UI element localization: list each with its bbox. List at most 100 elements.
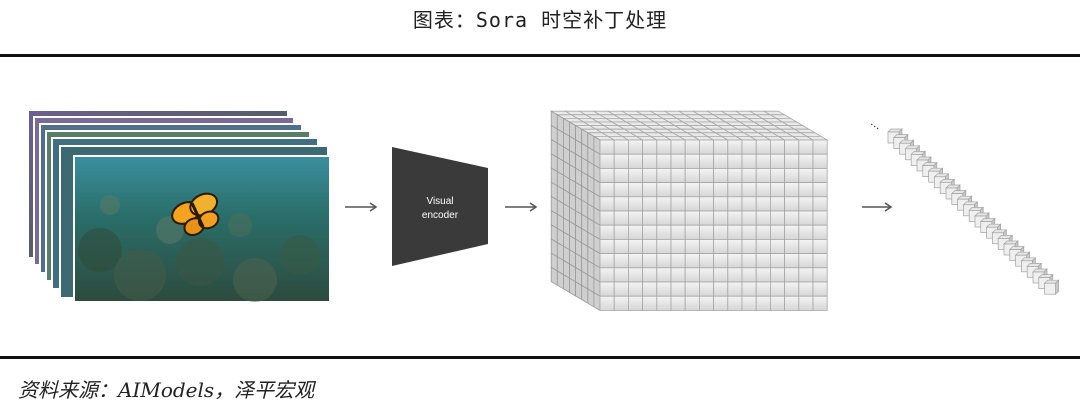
arrow-cube-to-sequence (862, 202, 893, 212)
cube-front-patch (755, 224, 771, 240)
cube-front-patch (613, 238, 629, 254)
sequence-patch-side (1055, 279, 1059, 296)
cube-front-patch (741, 210, 757, 226)
cube-front-patch (699, 267, 715, 283)
cube-front-patch (798, 295, 814, 311)
cube-side-patch (587, 288, 595, 308)
cube-front-patch (770, 167, 786, 183)
cube-front-patch (684, 196, 700, 212)
cube-front-patch (755, 281, 771, 297)
cube-front-patch (699, 281, 715, 297)
cube-front-patch (812, 182, 828, 198)
cube-front-patch (599, 182, 615, 198)
cube-front-patch (599, 295, 615, 311)
cube-front-patch (741, 196, 757, 212)
cube-front-patch (798, 267, 814, 283)
cube-front-patch (727, 210, 743, 226)
sequence-ellipsis: ... (868, 116, 884, 133)
cube-front-patch (613, 281, 629, 297)
cube-front-patch (713, 196, 729, 212)
cube-front-patch (670, 253, 686, 269)
cube-front-patch (628, 224, 644, 240)
cube-front-patch (613, 153, 629, 169)
cube-front-patch (713, 295, 729, 311)
cube-front-patch (628, 139, 644, 155)
cube-front-patch (812, 267, 828, 283)
cube-front-patch (798, 281, 814, 297)
cube-front-patch (741, 153, 757, 169)
cube-front-patch (684, 153, 700, 169)
cube-front-patch (812, 167, 828, 183)
cube-front-patch (727, 167, 743, 183)
cube-front-patch (656, 267, 672, 283)
cube-front-patch (684, 238, 700, 254)
cube-front-patch (684, 267, 700, 283)
cube-front-patch (656, 281, 672, 297)
cube-front-patch (628, 196, 644, 212)
sequence-patch (1044, 282, 1056, 295)
cube-front-patch (770, 153, 786, 169)
cube-front-patch (699, 295, 715, 311)
cube-front-patch (798, 238, 814, 254)
cube-front-patch (812, 196, 828, 212)
cube-front-patch (684, 281, 700, 297)
cube-front-patch (770, 267, 786, 283)
cube-front-patch (741, 167, 757, 183)
cube-front-patch (784, 153, 800, 169)
cube-front-patch (656, 139, 672, 155)
cube-front-patch (798, 196, 814, 212)
cube-front-patch (670, 295, 686, 311)
cube-front-patch (670, 267, 686, 283)
cube-front-patch (628, 253, 644, 269)
cube-front-patch (699, 182, 715, 198)
cube-front-patch (656, 196, 672, 212)
cube-front-patch (784, 196, 800, 212)
cube-front-patch (642, 139, 658, 155)
cube-front-patch (642, 182, 658, 198)
cube-front-patch (727, 238, 743, 254)
cube-front-patch (699, 238, 715, 254)
cube-front-patch (770, 224, 786, 240)
cube-front-patch (741, 182, 757, 198)
cube-front-patch (642, 238, 658, 254)
encoder-label-line2: encoder (422, 210, 459, 221)
visual-encoder-block: Visual encoder (392, 147, 488, 266)
cube-front-patch (613, 196, 629, 212)
cube-front-patch (713, 182, 729, 198)
cube-front-patch (699, 139, 715, 155)
cube-front-patch (628, 153, 644, 169)
arrow-encoder-to-latent (505, 202, 538, 212)
cube-front-patch (642, 210, 658, 226)
cube-front-patch (670, 196, 686, 212)
cube-front-patch (741, 224, 757, 240)
cube-front-patch (642, 167, 658, 183)
cube-front-patch (770, 182, 786, 198)
butterfly (171, 192, 220, 237)
cube-front-patch (755, 182, 771, 198)
cube-front-patch (642, 153, 658, 169)
cube-front-patch (798, 153, 814, 169)
cube-front-patch (670, 238, 686, 254)
cube-front-patch (798, 167, 814, 183)
cube-front-patch (812, 224, 828, 240)
cube-front-patch (599, 210, 615, 226)
cube-front-patch (628, 182, 644, 198)
cube-front-patch (727, 196, 743, 212)
cube-front-patch (613, 182, 629, 198)
cube-front-patch (599, 253, 615, 269)
cube-front-patch (684, 167, 700, 183)
cube-front-patch (642, 196, 658, 212)
cube-front-patch (628, 267, 644, 283)
cube-side-patch (550, 266, 558, 286)
cube-front-patch (755, 153, 771, 169)
cube-front-patch (613, 224, 629, 240)
cube-front-patch (656, 238, 672, 254)
cube-front-patch (727, 182, 743, 198)
cube-front-patch (784, 182, 800, 198)
coral-texture (78, 195, 320, 302)
cube-front-patch (684, 182, 700, 198)
cube-front-patch (628, 295, 644, 311)
cube-front-patch (684, 295, 700, 311)
cube-front-patch (656, 224, 672, 240)
cube-front-patch (755, 210, 771, 226)
